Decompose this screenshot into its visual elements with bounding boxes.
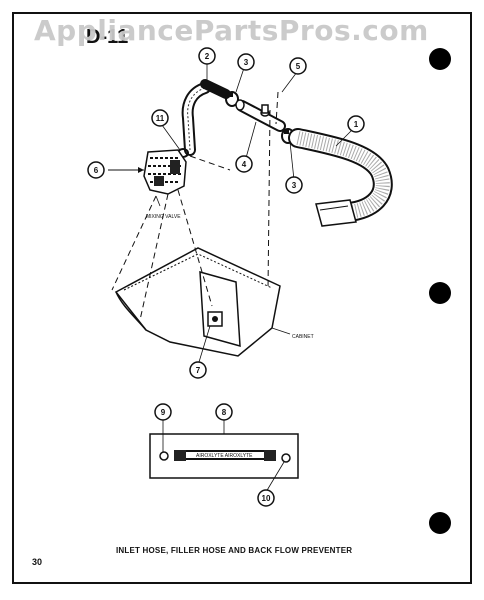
- svg-text:4: 4: [242, 160, 247, 169]
- svg-text:9: 9: [161, 408, 166, 417]
- callout-7: 7: [189, 361, 207, 379]
- callout-4: 4: [235, 155, 253, 173]
- callout-leaders: [155, 63, 353, 493]
- callout-2: 2: [198, 47, 216, 65]
- hose-assembly-inset: AIROXLYTE AIROXLYTE: [149, 433, 299, 479]
- callout-10: 10: [257, 489, 275, 507]
- callout-11: 11: [151, 109, 169, 127]
- back-flow-preventer: [235, 99, 286, 132]
- svg-text:11: 11: [156, 114, 165, 123]
- cabinet-label: CABINET: [292, 334, 314, 340]
- mixing-valve-label: MIXING VALVE: [146, 214, 181, 220]
- binder-hole-bottom: [429, 512, 451, 534]
- binder-hole-top: [429, 48, 451, 70]
- binder-hole-middle: [429, 282, 451, 304]
- fill-hose: [288, 128, 393, 227]
- page-number: 30: [32, 557, 43, 567]
- svg-text:7: 7: [196, 366, 201, 375]
- svg-text:1: 1: [354, 120, 359, 129]
- cabinet: [114, 247, 291, 357]
- watermark: AppliancePartsPros.com: [34, 14, 429, 47]
- svg-text:10: 10: [262, 494, 271, 503]
- hose-imprint: AIROXLYTE AIROXLYTE: [196, 453, 253, 459]
- hose-clamp-upper: [225, 91, 239, 107]
- svg-text:6: 6: [94, 166, 99, 175]
- svg-text:8: 8: [222, 408, 227, 417]
- mixing-valve: [108, 149, 187, 195]
- svg-text:3: 3: [244, 58, 249, 67]
- callout-1: 1: [347, 115, 365, 133]
- assembly-guide-lines: [111, 91, 279, 321]
- callout-8: 8: [215, 403, 233, 421]
- callout-3-upper: 3: [237, 53, 255, 71]
- callout-3-lower: 3: [285, 176, 303, 194]
- svg-text:2: 2: [205, 52, 210, 61]
- callout-5: 5: [289, 57, 307, 75]
- svg-text:3: 3: [292, 181, 297, 190]
- callout-6: 6: [87, 161, 105, 179]
- diagram-caption: INLET HOSE, FILLER HOSE AND BACK FLOW PR…: [116, 546, 353, 555]
- callout-9: 9: [154, 403, 172, 421]
- svg-text:5: 5: [296, 62, 301, 71]
- page-code: D-11: [86, 26, 129, 48]
- filler-hose: [181, 79, 231, 156]
